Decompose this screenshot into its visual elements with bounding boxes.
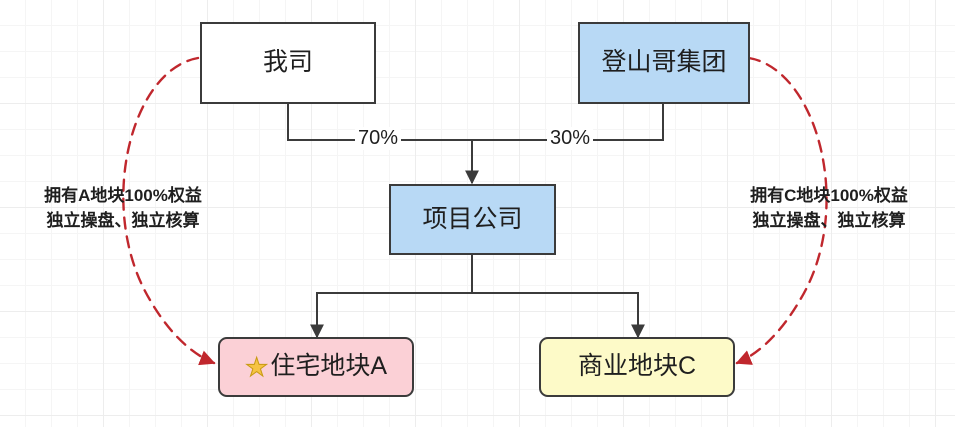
node-project-company[interactable]: 项目公司 [389,184,556,255]
note-right-line2: 独立操盘、独立核算 [752,210,906,230]
node-our-company-label: 我司 [262,48,313,77]
note-right: 拥有C地块100%权益 独立操盘、独立核算 [718,184,940,233]
node-plot-c[interactable]: 商业地块C [539,337,735,397]
note-left-line2: 独立操盘、独立核算 [46,210,200,230]
edge-project-to-plot-c [471,255,645,339]
node-plot-a-label: 住宅地块A [270,352,387,381]
edge-label-group-share: 30% [547,127,594,150]
node-our-company[interactable]: 我司 [200,22,376,104]
star-icon: ★ [244,352,269,382]
node-project-company-label: 项目公司 [422,204,523,233]
note-left: 拥有A地块100%权益 独立操盘、独立核算 [12,184,234,233]
edge-project-to-plot-a [310,255,473,339]
node-plot-c-label: 商业地块C [577,352,697,381]
node-dengshange-group-label: 登山哥集团 [601,48,727,77]
note-left-line1: 拥有A地块100%权益 [44,186,202,205]
node-plot-a[interactable]: ★ 住宅地块A [218,337,414,397]
edge-label-our-company-share: 70% [355,127,402,150]
note-right-line1: 拥有C地块100%权益 [750,186,908,205]
node-dengshange-group[interactable]: 登山哥集团 [578,22,750,104]
